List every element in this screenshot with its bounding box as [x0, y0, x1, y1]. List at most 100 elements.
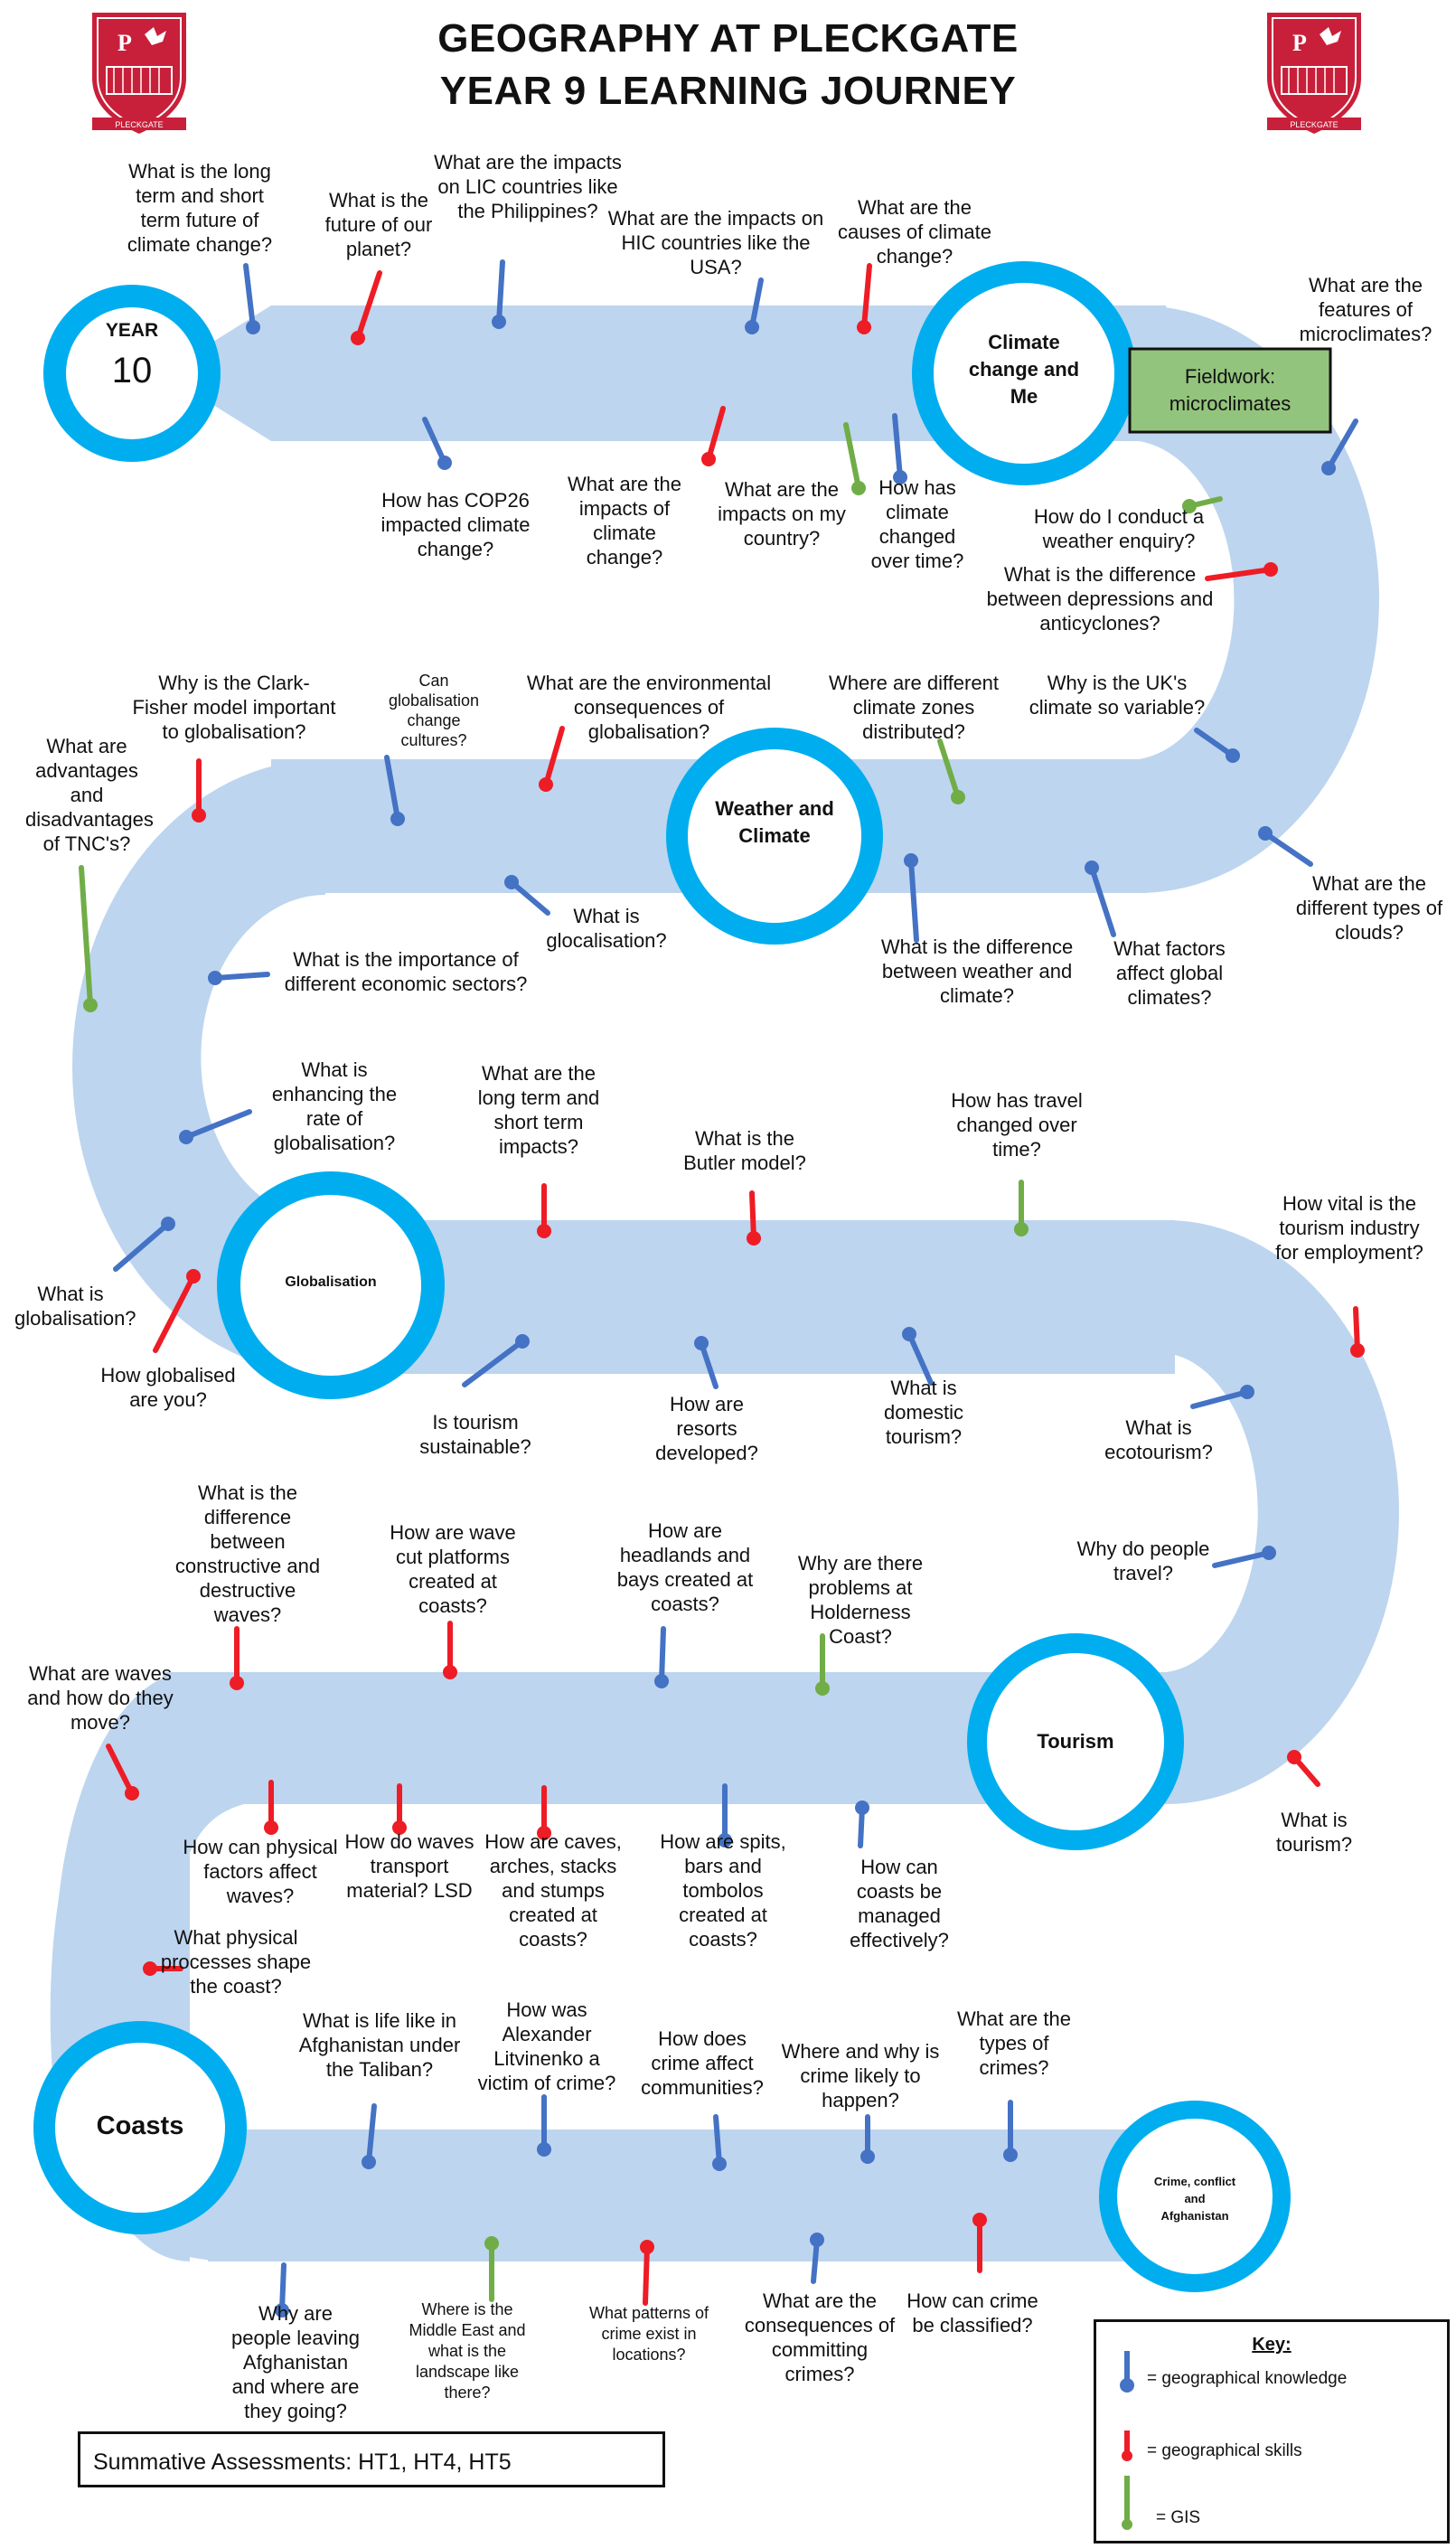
- question-label: Why is the UK's climate so variable?: [1029, 672, 1206, 719]
- knowledge-pin: [904, 853, 919, 943]
- question-label: What is ecotourism?: [1104, 1416, 1213, 1463]
- knowledge-pin: [1085, 860, 1116, 937]
- question-label: How can crime be classified?: [906, 2289, 1038, 2336]
- skills-pin: [539, 726, 565, 792]
- question-label: Where are different climate zones distri…: [829, 672, 999, 743]
- title-line-1: GEOGRAPHY AT PLECKGATE: [437, 16, 1019, 61]
- knowledge-pin: [384, 755, 405, 826]
- question-label: What are the impacts on LIC countries li…: [434, 151, 622, 222]
- milestone-coasts-label: Coasts: [96, 2111, 184, 2140]
- question-label: Where and why is crime likely to happen?: [781, 2040, 940, 2111]
- question-label: Is tourism sustainable?: [419, 1411, 531, 1458]
- skills-pin: [857, 263, 872, 334]
- question-label: What are the types of crimes?: [957, 2007, 1071, 2079]
- knowledge-pin: [113, 1217, 175, 1272]
- question-label: Why are people leaving Afghanistan and w…: [231, 2302, 360, 2422]
- question-label: How has climate changed over time?: [870, 476, 964, 572]
- question-label: Why do people travel?: [1076, 1537, 1210, 1584]
- milestone-tourism-label: Tourism: [1037, 1730, 1114, 1753]
- question-label: How can physical factors affect waves?: [183, 1836, 338, 1907]
- question-label: What factors affect global climates?: [1113, 937, 1226, 1009]
- knowledge-pin-icon: [1120, 2378, 1134, 2393]
- svg-text:P: P: [1292, 30, 1307, 56]
- question-label: What are the features of microclimates?: [1299, 274, 1433, 345]
- svg-text:P: P: [117, 30, 132, 56]
- key-knowledge-label: = geographical knowledge: [1147, 2369, 1348, 2388]
- question-label: What is life like in Afghanistan under t…: [298, 2009, 461, 2081]
- question-label: What are the consequences of committing …: [744, 2289, 896, 2385]
- knowledge-pin: [694, 1336, 719, 1389]
- gis-pin-icon: [1122, 2519, 1132, 2530]
- skills-pin: [1287, 1750, 1320, 1787]
- question-label: What are the different types of clouds?: [1295, 872, 1443, 944]
- question-label: How can coasts be managed effectively?: [850, 1856, 949, 1951]
- crest-text: PLECKGATE: [1290, 120, 1338, 129]
- knowledge-pin: [1321, 418, 1358, 475]
- knowledge-pin: [855, 1801, 869, 1848]
- question-label: What is domestic tourism?: [883, 1377, 964, 1448]
- question-label: What is the difference between construct…: [174, 1481, 321, 1626]
- milestone-weather-circle: [666, 728, 883, 945]
- knowledge-pin: [1258, 826, 1313, 867]
- question-label: How does crime affect communities?: [641, 2027, 764, 2099]
- question-label: What is the future of our planet?: [324, 189, 433, 260]
- skills-pin: [192, 758, 206, 823]
- knowledge-pin: [179, 1109, 252, 1144]
- knowledge-pin: [208, 971, 270, 985]
- question-label: How do I conduct a weather enquiry?: [1033, 505, 1205, 552]
- question-label: Where is the Middle East and what is the…: [409, 2300, 526, 2402]
- milestone-crime-circle: [1099, 2101, 1291, 2292]
- skills-pin: [701, 406, 726, 466]
- school-crest-left: P PLECKGATE: [92, 13, 186, 134]
- question-label: How are spits, bars and tombolos created…: [660, 1830, 786, 1951]
- key-gis-label: = GIS: [1156, 2508, 1201, 2527]
- milestone-tourism-circle: [967, 1633, 1184, 1850]
- gis-pin: [937, 738, 965, 804]
- question-label: What is the difference between weather a…: [880, 936, 1074, 1007]
- skills-pin-icon: [1122, 2450, 1132, 2461]
- knowledge-pin: [810, 2233, 824, 2284]
- skills-pin: [264, 1780, 278, 1835]
- skills-pin: [143, 1961, 183, 1976]
- question-label: What are the causes of climate change?: [838, 196, 991, 268]
- knowledge-pin: [275, 2262, 289, 2318]
- question-label: What is globalisation?: [14, 1283, 136, 1330]
- knowledge-pin: [504, 875, 550, 916]
- milestone-year10-number: 10: [111, 351, 153, 390]
- knowledge-pin: [654, 1626, 669, 1688]
- skills-pin: [537, 1785, 551, 1840]
- question-label: How are headlands and bays created at co…: [616, 1519, 754, 1615]
- question-label: What is the long term and short term fut…: [127, 160, 273, 256]
- skills-pin: [230, 1626, 244, 1690]
- knowledge-pin: [243, 263, 260, 334]
- question-label: How globalised are you?: [100, 1364, 236, 1411]
- knowledge-pin: [492, 259, 506, 329]
- question-label: Why is the Clark-Fisher model important …: [132, 672, 336, 743]
- question-label: How vital is the tourism industry for em…: [1275, 1192, 1423, 1264]
- question-label: What is glocalisation?: [546, 905, 667, 952]
- question-label: What is the Butler model?: [683, 1127, 806, 1174]
- knowledge-pin: [1003, 2100, 1018, 2162]
- milestone-year10-word: YEAR: [105, 320, 159, 341]
- question-label: Why are there problems at Holderness Coa…: [797, 1552, 924, 1648]
- gis-pin: [79, 865, 98, 1012]
- knowledge-pin: [1194, 728, 1240, 763]
- question-label: What is the difference between depressio…: [986, 563, 1214, 635]
- school-crest-right: P PLECKGATE: [1267, 13, 1361, 134]
- question-label: What physical processes shape the coast?: [160, 1926, 312, 1998]
- question-label: How has COP26 impacted climate change?: [380, 489, 531, 560]
- question-label: What is the importance of different econ…: [284, 948, 528, 995]
- skills-pin: [351, 270, 382, 345]
- milestone-crime-label: Crime, conflict and Afghanistan: [1153, 2175, 1236, 2223]
- knowledge-pin: [860, 2114, 875, 2164]
- skills-pin: [1350, 1306, 1365, 1358]
- knowledge-pin: [422, 417, 452, 470]
- knowledge-pin: [712, 2114, 727, 2171]
- question-label: How do waves transport material? LSD: [344, 1830, 474, 1902]
- question-label: What are the environmental consequences …: [526, 672, 772, 743]
- question-label: What patterns of crime exist in location…: [588, 2304, 709, 2364]
- skills-pin: [640, 2240, 654, 2306]
- question-label: How was Alexander Litvinenko a victim of…: [477, 1998, 616, 2094]
- milestone-globalisation-label: Globalisation: [285, 1274, 377, 1290]
